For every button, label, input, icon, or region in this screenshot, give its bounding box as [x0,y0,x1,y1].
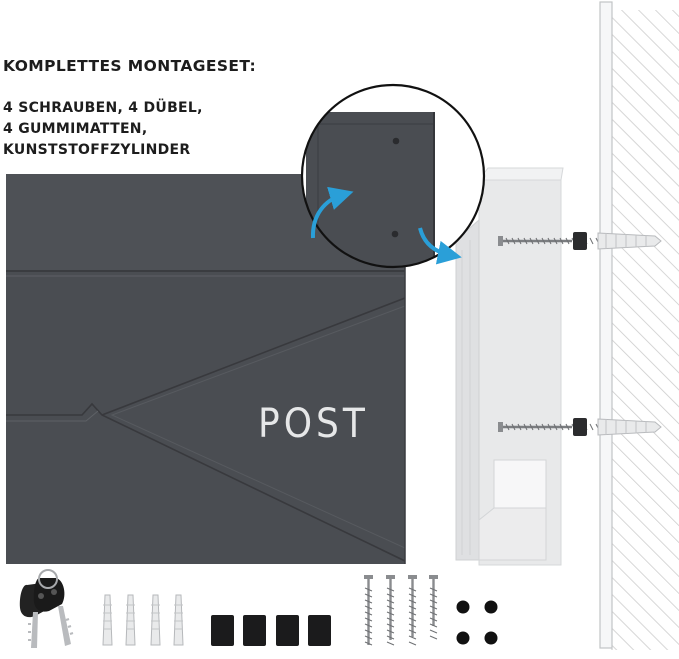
screw-icon [408,575,417,646]
lower-fastener [498,418,662,436]
mount-hole-icon [392,137,400,145]
rubber-mat-icon [243,615,266,646]
kit-contents-line-3: KUNSTSTOFFZYLINDER [3,142,191,158]
screws [364,575,438,646]
plastic-cylinder-icon [573,418,587,436]
wall-plug-icon [125,594,136,646]
kit-contents-line-1: 4 SCHRAUBEN, 4 DÜBEL, [3,100,203,116]
screw-icon [364,575,373,646]
wall-plug-icon [150,594,161,646]
plastic-cylinder-icon [456,600,470,614]
wall-plug-icon [102,594,113,646]
wall-plug-icon [597,232,662,250]
plastic-cylinder-icon [484,600,498,614]
kit-heading: KOMPLETTES MONTAGESET: [3,57,257,75]
wall [599,1,679,650]
keys-icon [19,569,74,648]
plastic-cylinders [456,600,498,645]
rubber-mat-icon [276,615,299,646]
kit-contents: 4 SCHRAUBEN, 4 DÜBEL, 4 GUMMIMATTEN, KUN… [3,98,203,161]
screw-icon [498,422,600,432]
screw-icon [429,575,438,640]
upper-fastener [498,232,662,250]
rubber-mat-icon [308,615,331,646]
post-label: POST [258,401,369,447]
wall-plug-icon [173,594,184,646]
wall-plug-icon [597,418,662,436]
mount-hole-icon [391,230,399,238]
curved-arrow-icon [310,186,354,239]
rubber-mat-icon [211,615,234,646]
plastic-cylinder-icon [573,232,587,250]
plastic-cylinder-icon [456,631,470,645]
kit-contents-line-2: 4 GUMMIMATTEN, [3,121,148,137]
screw-icon [386,575,395,646]
plastic-cylinder-icon [484,631,498,645]
mailbox-back-view [455,167,564,566]
zoom-detail [300,83,486,269]
curved-arrow-icon [418,227,462,265]
screw-icon [498,236,600,246]
wall-plugs [102,594,184,646]
rubber-mats [211,615,331,646]
